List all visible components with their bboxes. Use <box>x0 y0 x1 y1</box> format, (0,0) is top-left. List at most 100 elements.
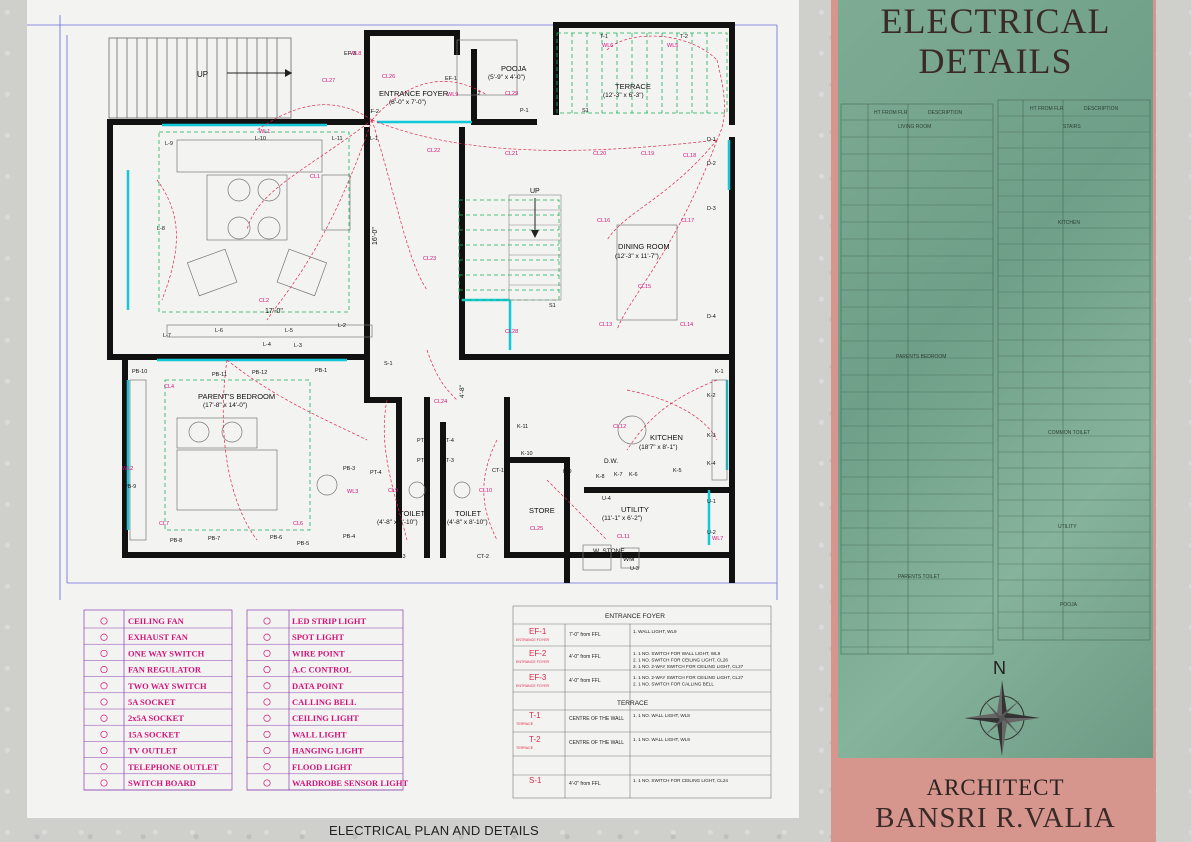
legend-item-label: HANGING LIGHT <box>292 746 364 756</box>
schedule-description: 1. 1 NO. WALL LIGHT, WL8 <box>633 713 690 718</box>
toilet-2-label: TOILET <box>455 509 482 518</box>
wall-light-icon <box>263 730 271 738</box>
dimension-17ft: 17'-0" <box>265 308 283 315</box>
mini-section-parents-toilet: PARENTS TOILET <box>898 574 940 580</box>
svg-text:(17'-8" x 14'-0"): (17'-8" x 14'-0") <box>203 402 247 409</box>
legend-item-label: A.C CONTROL <box>292 665 352 675</box>
mini-right-ht-header: HT FROM FLR <box>1030 106 1064 112</box>
room-labels: ENTRANCE FOYER (8'-0" x 7'-0") POOJA (5'… <box>198 64 683 563</box>
svg-text:L-5: L-5 <box>285 328 293 334</box>
mini-right-desc-header: DESCRIPTION <box>1084 106 1119 112</box>
svg-text:CL19: CL19 <box>641 151 654 157</box>
legend-item-label: WIRE POINT <box>292 648 345 658</box>
svg-text:L-1: L-1 <box>370 136 378 142</box>
svg-text:L-8: L-8 <box>157 226 165 232</box>
svg-text:CL10: CL10 <box>479 488 492 494</box>
one-way-switch-icon <box>100 649 108 657</box>
schedule-description: 1. 1 NO. WALL LIGHT, WL9 <box>633 737 690 742</box>
schedule-description: 2. 1 NO. SWITCH FOR CALLING BELL <box>633 682 714 687</box>
legend-item-label: WALL LIGHT <box>292 729 347 739</box>
legend-item-label: SWITCH BOARD <box>128 778 196 788</box>
svg-text:CL7: CL7 <box>159 521 169 527</box>
dimension-4ft: 4'-8" <box>459 384 466 398</box>
architect-name: BANSRI R.VALIA <box>875 802 1116 834</box>
svg-text:CL9: CL9 <box>388 488 398 494</box>
architect-label: ARCHITECT <box>926 775 1065 800</box>
schedule-description: 1. 1 NO. 2-WAY SWITCH FOR CEILING LIGHT,… <box>633 675 744 680</box>
data-point-icon <box>263 682 271 690</box>
svg-text:(4'-8" x 8'-10"): (4'-8" x 8'-10") <box>377 519 418 526</box>
two-way-switch-icon <box>100 682 108 690</box>
fan-regulator-icon <box>100 666 108 674</box>
svg-text:CL4: CL4 <box>164 384 174 390</box>
svg-text:EF-2: EF-2 <box>367 109 379 115</box>
svg-text:CL14: CL14 <box>680 322 693 328</box>
svg-text:PB-6: PB-6 <box>270 535 282 541</box>
ceiling-light-icon <box>263 714 271 722</box>
svg-text:(11'-1" x 6'-2"): (11'-1" x 6'-2") <box>602 515 642 522</box>
mini-section-kitchen: KITCHEN <box>1058 220 1080 226</box>
svg-text:WL5: WL5 <box>667 43 678 49</box>
schedule-location: ENTRANCE FOYER <box>516 684 550 688</box>
schedule-location: TERRACE <box>516 722 534 726</box>
svg-text:(5'-9" x 4'-0"): (5'-9" x 4'-0") <box>488 74 525 81</box>
legend-item-label: FLOOD LIGHT <box>292 762 353 772</box>
walls <box>107 22 735 583</box>
details-board <box>838 0 1153 758</box>
legend-item-label: ONE WAY SWITCH <box>128 648 205 658</box>
svg-text:EF-3: EF-3 <box>344 51 356 57</box>
svg-text:CL26: CL26 <box>382 74 395 80</box>
svg-text:PB-7: PB-7 <box>208 536 220 542</box>
svg-text:CT-3: CT-3 <box>442 458 454 464</box>
legend-item-label: FAN REGULATOR <box>128 665 202 675</box>
svg-text:WL6: WL6 <box>602 43 613 49</box>
svg-text:K-6: K-6 <box>629 472 638 478</box>
parents-bedroom-label: PARENT'S BEDROOM <box>198 392 275 401</box>
svg-text:CT-4: CT-4 <box>442 438 454 444</box>
schedule-code: T-1 <box>529 711 541 720</box>
svg-text:WL1: WL1 <box>259 129 270 135</box>
toilet-1-label: TOILET <box>399 509 426 518</box>
schedule-code: EF-3 <box>529 673 547 682</box>
drawing-caption: ELECTRICAL PLAN AND DETAILS <box>329 823 539 838</box>
up-label-inner: UP <box>530 188 540 195</box>
tv-outlet-icon <box>100 747 108 755</box>
legend-item-label: 15A SOCKET <box>128 729 180 739</box>
schedule-location: ENTRANCE FOYER <box>516 638 550 642</box>
svg-text:PB-11: PB-11 <box>212 372 227 378</box>
svg-text:(8'-0" x 7'-0"): (8'-0" x 7'-0") <box>389 99 426 106</box>
svg-text:CT-1: CT-1 <box>492 468 504 474</box>
svg-text:D-3: D-3 <box>707 206 716 212</box>
entrance-foyer-label: ENTRANCE FOYER <box>379 89 449 98</box>
svg-text:K-7: K-7 <box>614 472 623 478</box>
svg-text:L-2: L-2 <box>338 323 346 329</box>
schedule-height: 4'-0" from FFL <box>569 678 601 684</box>
svg-text:CL1: CL1 <box>310 174 320 180</box>
svg-text:L-7: L-7 <box>163 333 171 339</box>
ceiling-fan-icon <box>100 617 108 625</box>
svg-text:CL20: CL20 <box>593 151 606 157</box>
svg-text:U-1: U-1 <box>707 499 716 505</box>
schedule-height: CENTRE OF THE WALL <box>569 716 624 722</box>
legend-item-label: TELEPHONE OUTLET <box>128 762 219 772</box>
svg-text:L-9: L-9 <box>165 141 173 147</box>
svg-text:PB-1: PB-1 <box>315 368 327 374</box>
svg-text:CL23: CL23 <box>423 256 436 262</box>
svg-text:WL3: WL3 <box>347 489 358 495</box>
panel-title-line1: ELECTRICAL <box>880 1 1111 41</box>
floor-plan-svg: UP <box>27 15 778 799</box>
kitchen-label: KITCHEN <box>650 433 683 442</box>
telephone-outlet-icon <box>100 763 108 771</box>
svg-text:K-3: K-3 <box>707 433 716 439</box>
schedule-description: 1. WALL LIGHT, WL9 <box>633 629 677 634</box>
svg-text:CL29: CL29 <box>505 91 518 97</box>
svg-text:K-11: K-11 <box>517 424 528 430</box>
legend-item-label: WARDROBE SENSOR LIGHT <box>292 778 409 788</box>
dimension-16ft: 16'-0" <box>372 227 379 245</box>
mini-left-desc-header: DESCRIPTION <box>928 110 963 116</box>
north-label: N <box>993 658 1006 678</box>
schedule-section-entrance: ENTRANCE FOYER <box>605 613 665 620</box>
up-label-front: UP <box>197 70 208 79</box>
